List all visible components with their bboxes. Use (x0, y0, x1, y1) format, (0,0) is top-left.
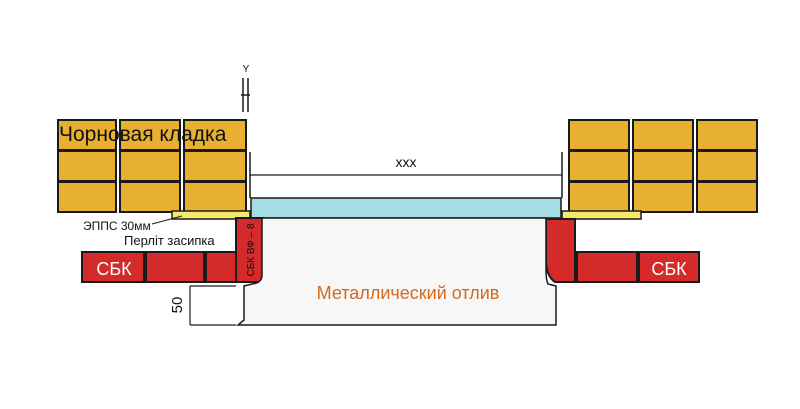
sbk-vertical-label: СБК ВФ – 8 (246, 223, 257, 276)
brick (696, 181, 758, 213)
right-sbk-curved-block (545, 218, 576, 283)
sill-label: Металлический отлив (317, 283, 500, 303)
brick (568, 119, 630, 151)
epps-label: ЭППС 30мм (83, 219, 151, 233)
sbk-left-label: СБК (96, 259, 132, 279)
dimension-50-label: 50 (169, 297, 186, 314)
gap-label: Y (243, 64, 250, 75)
brick (568, 150, 630, 182)
sbk-right-label: СБК (651, 259, 687, 279)
brick (119, 181, 181, 213)
brick (183, 181, 247, 213)
brick (145, 251, 205, 283)
perlite-label: Перліт засипка (124, 233, 215, 248)
brick (119, 150, 181, 182)
brick (568, 181, 630, 213)
brick (205, 251, 237, 283)
width-mark: ххх (396, 154, 417, 170)
right-rough-masonry (568, 119, 758, 213)
brick (576, 251, 638, 283)
brick (183, 150, 247, 182)
gap-marker (241, 78, 250, 112)
epps-strip-right (561, 210, 642, 220)
dimension-50 (189, 285, 236, 326)
epps-strip-left (171, 210, 251, 220)
brick (57, 150, 117, 182)
left-sbk-bricks (81, 251, 237, 283)
brick (57, 181, 117, 213)
metal-sill (235, 217, 557, 326)
brick (638, 251, 700, 283)
window-frame (250, 197, 562, 219)
brick (696, 119, 758, 151)
rough-masonry-label: Чорновая кладка (59, 123, 227, 146)
brick (632, 119, 694, 151)
brick (696, 150, 758, 182)
epps-leader (151, 215, 183, 225)
right-sbk-bricks (576, 251, 700, 283)
brick (81, 251, 145, 283)
brick (632, 181, 694, 213)
brick (632, 150, 694, 182)
